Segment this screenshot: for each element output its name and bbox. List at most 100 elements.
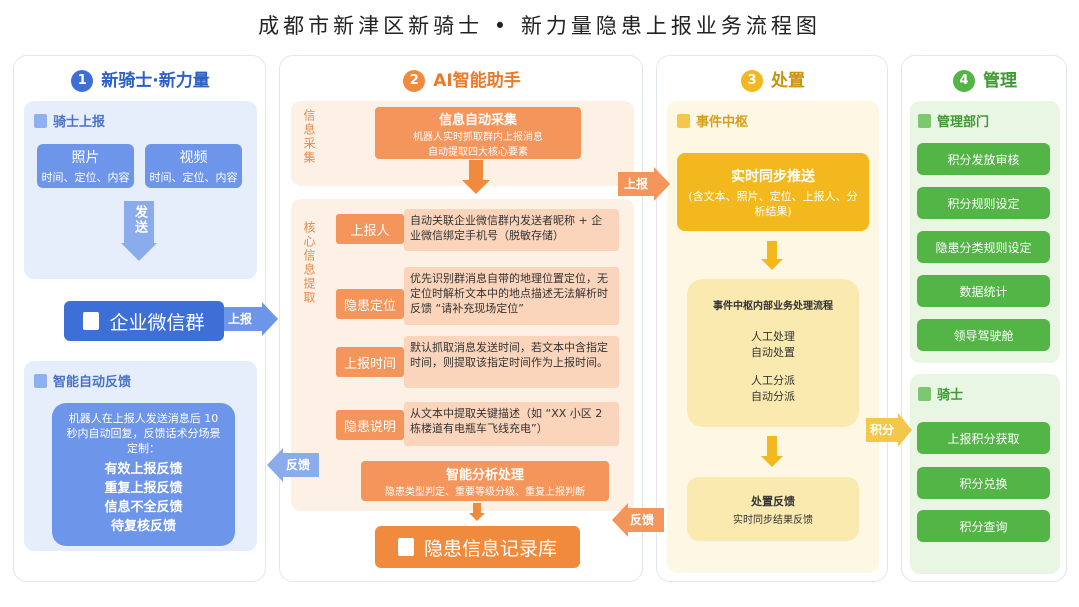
disposal-feedback-box: 处置反馈 实时同步结果反馈 (687, 477, 859, 541)
knight-panel: 骑士 上报积分获取 积分兑换 积分查询 (910, 374, 1060, 574)
row-text-description: 从文本中提取关键描述（如 “XX 小区 2 栋楼道有电瓶车飞线充电”） (404, 402, 619, 446)
collect-title: 信息自动采集 (438, 112, 517, 128)
column-title: 新骑士·新力量 (101, 71, 210, 91)
video-label: 视频 (179, 150, 208, 166)
collect-desc: 机器人实时抓取群内上报消息 (413, 131, 543, 143)
rider-icon (918, 387, 931, 401)
mgmt-item[interactable]: 隐患分类规则设定 (917, 231, 1050, 263)
report-arrow-1 (224, 307, 262, 331)
flow-title: 事件中枢内部业务处理流程 (713, 301, 833, 312)
down-arrow-head (761, 456, 783, 467)
knight-report-panel: 骑士上报 照片 时间、定位、内容 视频 时间、定位、内容 发送 (24, 101, 257, 279)
collect-panel: 信息采集 信息自动采集 机器人实时抓取群内上报消息 自动提取四大核心要素 (291, 101, 634, 186)
column-knight: 1 新骑士·新力量 骑士上报 照片 时间、定位、内容 视频 时间、定位、内容 发送… (13, 55, 266, 582)
fb-desc: 实时同步结果反馈 (733, 514, 813, 526)
step-number: 1 (71, 70, 94, 92)
db-arrow-shaft (473, 503, 481, 513)
sync-desc: (含文本、照片、定位、上报人、分析结果) (688, 189, 858, 218)
report-arrow-1-head (262, 302, 278, 336)
hub-icon (677, 114, 690, 128)
feedback-box: 机器人在上报人发送消息后 10 秒内自动回复，反馈话术分场景定制： 有效上报反馈… (52, 403, 235, 546)
row-label-description: 隐患说明 (336, 410, 404, 440)
video-sub: 时间、定位、内容 (149, 171, 238, 184)
step-number: 3 (741, 70, 763, 92)
report-label-2: 上报 (624, 177, 649, 191)
column-title: 处置 (771, 71, 805, 91)
mgmt-item[interactable]: 积分发放审核 (917, 143, 1050, 175)
report-arrow-2 (618, 172, 654, 196)
page-title: 成都市新津区新骑士 • 新力量隐患上报业务流程图 (258, 14, 821, 38)
send-arrow-shaft (124, 201, 154, 243)
row-text-reporter: 自动关联企业微信群内发送者昵称 + 企业微信绑定手机号（脱敏存储） (404, 209, 619, 251)
knight-item[interactable]: 积分查询 (917, 510, 1050, 542)
column-header: 3 处置 (657, 66, 889, 92)
wechat-group: 企业微信群 (64, 301, 224, 341)
panel-title: 事件中枢 (677, 111, 748, 130)
points-label: 积分 (870, 423, 895, 437)
feedback-label-1: 反馈 (286, 458, 311, 472)
knight-item[interactable]: 积分兑换 (917, 467, 1050, 499)
flow-item: 人工分派 (751, 374, 795, 387)
feedback-item: 待复核反馈 (110, 519, 176, 534)
column-header: 1 新骑士·新力量 (14, 66, 267, 92)
flow-item: 人工处理 (751, 330, 795, 343)
panel-title: 管理部门 (918, 111, 989, 130)
report-label-1: 上报 (228, 312, 253, 326)
down-arrow-shaft (767, 436, 777, 456)
fb-title: 处置反馈 (751, 494, 795, 508)
column-management: 4 管理 管理部门 积分发放审核 积分规则设定 隐患分类规则设定 数据统计 领导驾… (901, 55, 1067, 582)
step-number: 4 (953, 70, 975, 92)
robot-icon (34, 374, 47, 388)
collect-desc: 自动提取四大核心要素 (428, 146, 528, 158)
record-database: 隐患信息记录库 (375, 526, 580, 568)
collect-side-label: 信息采集 (302, 109, 316, 165)
core-panel: 核心信息提取 上报人 自动关联企业微信群内发送者昵称 + 企业微信绑定手机号（脱… (291, 199, 634, 511)
feedback-arrow-1-head (267, 448, 283, 482)
feedback-arrow-2 (628, 508, 664, 532)
sync-push-box: 实时同步推送 (含文本、照片、定位、上报人、分析结果) (677, 153, 869, 231)
mgmt-item[interactable]: 积分规则设定 (917, 187, 1050, 219)
row-text-time: 默认抓取消息发送时间，若文本中含指定时间，则提取该指定时间作为上报时间。 (404, 336, 619, 388)
analysis-title: 智能分析处理 (445, 468, 524, 483)
document-icon (83, 312, 100, 330)
photo-label: 照片 (71, 150, 100, 166)
column-header: 4 管理 (902, 66, 1068, 92)
feedback-desc: 机器人在上报人发送消息后 10 秒内自动回复，反馈话术分场景定制： (66, 412, 221, 455)
core-side-label: 核心信息提取 (302, 221, 316, 305)
panel-title: 骑士上报 (34, 111, 105, 130)
panel-title: 骑士 (918, 384, 963, 403)
panel-title: 智能自动反馈 (34, 371, 131, 390)
down-arrow-shaft (767, 241, 777, 259)
down-arrow-shaft (469, 160, 483, 180)
analysis-box: 智能分析处理 隐患类型判定、重要等级分级、重复上报判断 (361, 461, 609, 501)
send-label: 发送 (132, 205, 147, 235)
feedback-arrow-2-head (612, 503, 628, 537)
mgmt-item[interactable]: 数据统计 (917, 275, 1050, 307)
sync-title: 实时同步推送 (731, 168, 815, 185)
knight-item[interactable]: 上报积分获取 (917, 422, 1050, 454)
row-label-time: 上报时间 (336, 347, 404, 377)
database-icon (397, 538, 414, 556)
send-arrow-head (121, 243, 157, 261)
feedback-item: 重复上报反馈 (104, 481, 183, 496)
rider-icon (34, 114, 47, 128)
flow-item: 自动处置 (751, 346, 795, 359)
column-disposal: 3 处置 事件中枢 实时同步推送 (含文本、照片、定位、上报人、分析结果) 事件中… (656, 55, 888, 582)
internal-flow-box: 事件中枢内部业务处理流程 人工处理 自动处置 人工分派 自动分派 (687, 279, 859, 427)
points-arrow (866, 418, 898, 442)
db-arrow-head (469, 513, 485, 521)
column-title: 管理 (983, 71, 1017, 91)
row-label-location: 隐患定位 (336, 289, 404, 319)
flow-item: 自动分派 (751, 390, 795, 403)
auto-feedback-panel: 智能自动反馈 机器人在上报人发送消息后 10 秒内自动回复，反馈话术分场景定制：… (24, 361, 257, 551)
points-arrow-head (898, 413, 912, 447)
mgmt-item[interactable]: 领导驾驶舱 (917, 319, 1050, 351)
column-title: AI智能助手 (433, 71, 521, 91)
analysis-desc: 隐患类型判定、重要等级分级、重复上报判断 (385, 487, 585, 498)
collect-box: 信息自动采集 机器人实时抓取群内上报消息 自动提取四大核心要素 (375, 107, 581, 159)
feedback-label-2: 反馈 (630, 513, 655, 527)
photo-sub: 时间、定位、内容 (41, 171, 130, 184)
feedback-arrow-1 (283, 453, 319, 477)
